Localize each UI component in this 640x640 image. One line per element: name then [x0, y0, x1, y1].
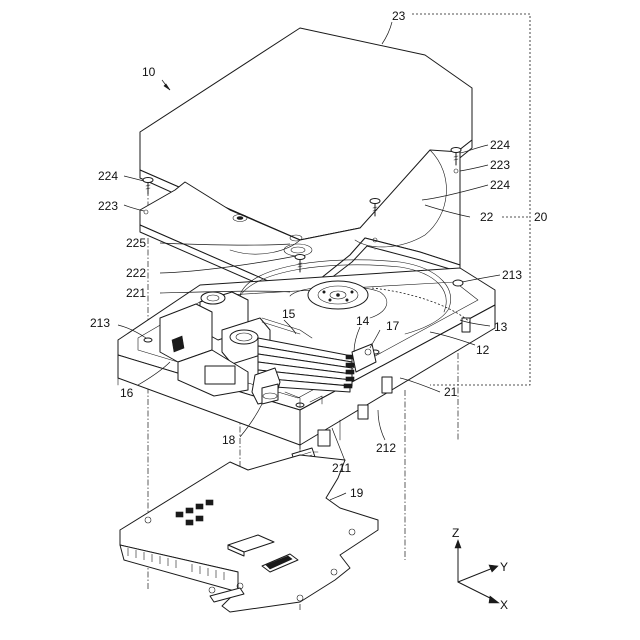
label-223-left: 223 — [98, 199, 118, 213]
label-15: 15 — [282, 307, 296, 321]
label-22: 22 — [480, 210, 494, 224]
label-224-left: 224 — [98, 169, 118, 183]
label-224-right-mid: 224 — [490, 178, 510, 192]
label-17: 17 — [386, 319, 400, 333]
label-20: 20 — [534, 210, 548, 224]
label-14: 14 — [356, 314, 370, 328]
label-224-right-top: 224 — [490, 138, 510, 152]
label-18: 18 — [222, 433, 236, 447]
label-21: 21 — [444, 385, 458, 399]
label-13: 13 — [494, 320, 508, 334]
circuit-board-19 — [120, 455, 378, 612]
label-213-right: 213 — [502, 268, 522, 282]
label-12: 12 — [476, 343, 490, 357]
label-225: 225 — [126, 236, 146, 250]
axis-z-label: Z — [452, 526, 459, 540]
label-211: 211 — [332, 461, 351, 475]
label-213-left: 213 — [90, 316, 110, 330]
label-23: 23 — [392, 9, 406, 23]
label-222: 222 — [126, 266, 146, 280]
label-221: 221 — [126, 286, 146, 300]
coordinate-axes: Z Y X — [452, 526, 508, 612]
screw-left — [143, 178, 153, 195]
label-212: 212 — [376, 441, 396, 455]
arrowhead-10 — [164, 84, 170, 90]
label-16: 16 — [120, 386, 134, 400]
label-19: 19 — [350, 486, 364, 500]
axis-x-label: X — [500, 598, 508, 612]
label-223-right: 223 — [490, 158, 510, 172]
label-10: 10 — [142, 65, 156, 79]
axis-y-label: Y — [500, 560, 508, 574]
